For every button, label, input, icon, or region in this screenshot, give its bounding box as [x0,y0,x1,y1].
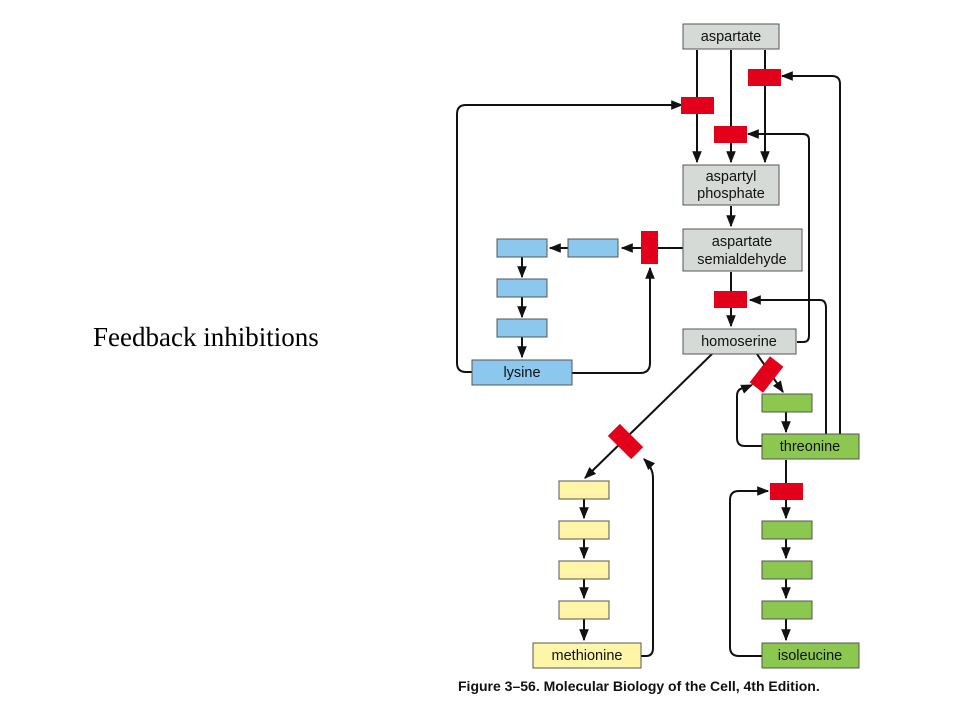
methionine-intermediate-3 [558,560,610,580]
label-homoserine: homoserine [701,334,777,350]
node-aspartate-semialdehyde [682,228,803,272]
inhibitor-aspartate-kinase-1 [681,97,714,114]
isoleucine-intermediate-1 [761,520,813,540]
label-isoleucine: isoleucine [778,648,843,664]
methionine-intermediate-2 [558,520,610,540]
node-isoleucine [761,642,860,669]
inhibitor-lysine-branch [641,231,658,264]
label-methionine: methionine [552,648,623,664]
node-homoserine [682,328,797,355]
label-aspartate: aspartate [701,29,761,45]
inhibitor-methionine-branch [607,423,644,460]
inhibitor-aspartate-kinase-3 [748,69,781,86]
inhibitor-isoleucine-branch [770,483,803,500]
node-methionine [532,642,642,669]
isoleucine-intermediate-3 [761,600,813,620]
methionine-intermediate-4 [558,600,610,620]
isoleucine-intermediate-2 [761,560,813,580]
lysine-intermediate-3 [496,278,548,298]
slide-title: Feedback inhibitions [93,322,319,352]
lysine-intermediate-1 [567,238,619,258]
inhibitor-aspartate-kinase-2 [714,126,747,143]
label-threonine: threonine [780,439,840,455]
label-aspartate-2: aspartate [712,234,772,250]
inhibition-markers [607,69,803,500]
lysine-intermediate-4 [496,318,548,338]
node-aspartyl-phosphate [682,164,780,206]
node-threonine [761,433,860,460]
label-lysine: lysine [503,365,540,381]
threonine-intermediate-1 [761,393,813,413]
pathway-arrows [456,50,859,657]
inhibitor-threonine-branch [749,356,784,393]
figure-caption: Figure 3–56. Molecular Biology of the Ce… [458,678,820,694]
inhibitor-homoserine-dehydrogenase [714,291,747,308]
node-aspartate [682,23,780,50]
lysine-intermediate-2 [496,238,548,258]
label-aspartyl: aspartyl [706,169,757,185]
label-phosphate: phosphate [697,186,765,202]
methionine-intermediate-1 [558,480,610,500]
node-lysine [471,359,573,386]
label-semialdehyde: semialdehyde [697,252,786,268]
